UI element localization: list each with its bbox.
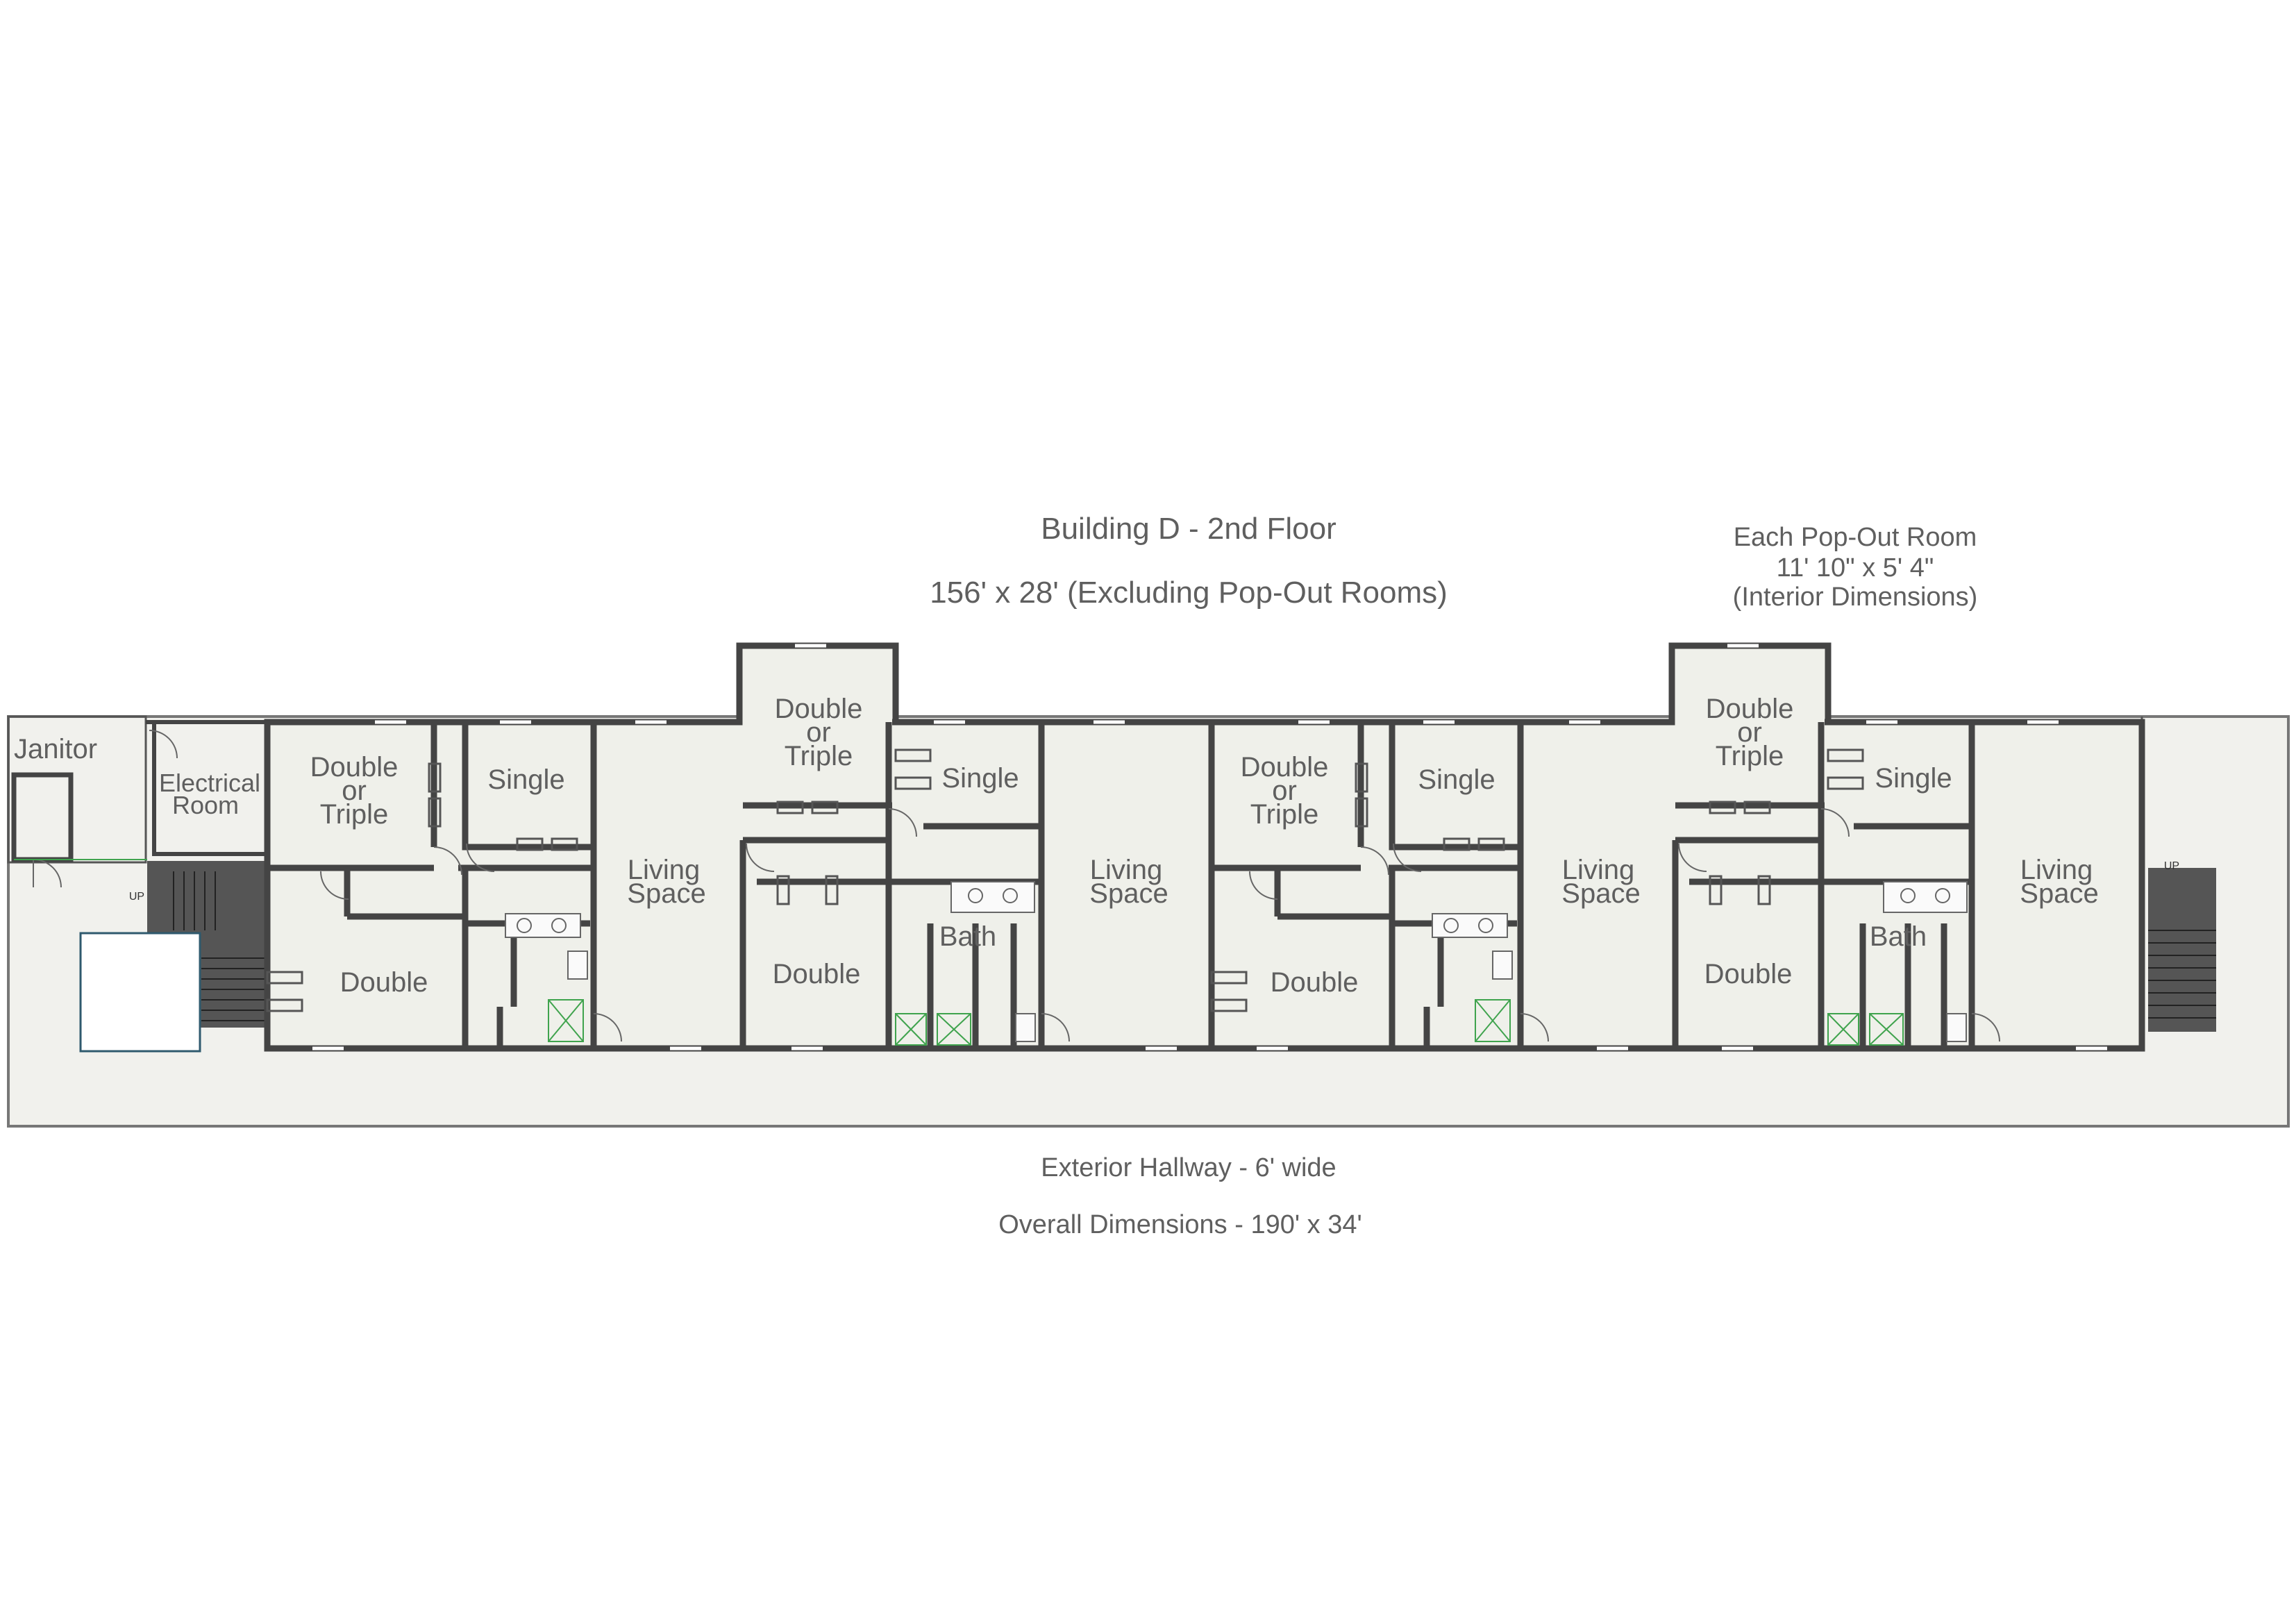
unit-d-bath: Bath	[1870, 921, 1927, 952]
unit-b-double-or-triple-3: Triple	[785, 741, 853, 771]
popout-note-line1: Each Pop-Out Room	[1734, 523, 1977, 552]
hallway-note: Exterior Hallway - 6' wide	[1041, 1153, 1336, 1182]
room-janitor: Janitor	[14, 734, 97, 764]
popout-note-line2: 11' 10" x 5' 4"	[1777, 553, 1934, 583]
unit-b-double-or-triple-2: or	[806, 717, 831, 748]
unit-a-double-or-triple-2: or	[342, 776, 367, 806]
unit-a-double-or-triple-3: Triple	[320, 799, 389, 830]
unit-exterior-wall	[264, 642, 2145, 1052]
unit-d-double-or-triple-2: or	[1737, 717, 1762, 748]
room-electrical-line1: Electrical	[159, 769, 260, 797]
unit-c-walls	[1208, 722, 1549, 1048]
unit-b-living-1: Living	[1090, 855, 1163, 885]
unit-b-double-or-triple-1: Double	[775, 694, 863, 724]
unit-a-living-1: Living	[628, 855, 701, 885]
unit-b-bath: Bath	[939, 921, 996, 952]
room-electrical-line2: Room	[172, 791, 239, 819]
popout-note-line3: (Interior Dimensions)	[1733, 583, 1978, 612]
unit-b-living-2: Space	[1089, 878, 1168, 909]
unit-d-single: Single	[1875, 763, 1952, 794]
unit-a-walls	[266, 722, 622, 1048]
unit-d-living-1: Living	[2020, 855, 2093, 885]
stair-up-label-right: UP	[2164, 860, 2179, 872]
popout-floor-2	[1672, 646, 1828, 722]
unit-a-single: Single	[487, 764, 564, 795]
unit-c-double-or-triple-3: Triple	[1250, 799, 1319, 830]
unit-a-double-or-triple-1: Double	[310, 752, 399, 782]
unit-d-double: Double	[1704, 959, 1793, 989]
void-box	[79, 932, 201, 1053]
plan-dimensions: 156' x 28' (Excluding Pop-Out Rooms)	[930, 576, 1448, 610]
unit-a-living-2: Space	[627, 878, 705, 909]
unit-c-double: Double	[1271, 967, 1359, 998]
unit-d-double-or-triple-1: Double	[1706, 694, 1794, 724]
stair-up-label-left: UP	[129, 891, 144, 903]
unit-c-single: Single	[1418, 764, 1495, 795]
overall-dimensions-note: Overall Dimensions - 190' x 34'	[998, 1210, 1362, 1239]
right-stairs	[2140, 717, 2216, 1048]
unit-c-double-or-triple-1: Double	[1241, 752, 1329, 782]
plan-title: Building D - 2nd Floor	[1041, 512, 1336, 546]
unit-b-walls	[739, 719, 1070, 1048]
popout-floor-1	[739, 646, 896, 722]
unit-c-living-1: Living	[1562, 855, 1635, 885]
windows	[312, 644, 2107, 1050]
unit-a-double: Double	[340, 967, 428, 998]
left-service-area	[7, 715, 267, 1053]
unit-d-double-or-triple-3: Triple	[1716, 741, 1784, 771]
unit-b-double: Double	[773, 959, 861, 989]
unit-d-walls	[1672, 719, 2000, 1048]
unit-d-living-2: Space	[2020, 878, 2098, 909]
unit-c-living-2: Space	[1561, 878, 1640, 909]
unit-c-double-or-triple-2: or	[1272, 776, 1297, 806]
unit-b-single: Single	[941, 763, 1019, 794]
